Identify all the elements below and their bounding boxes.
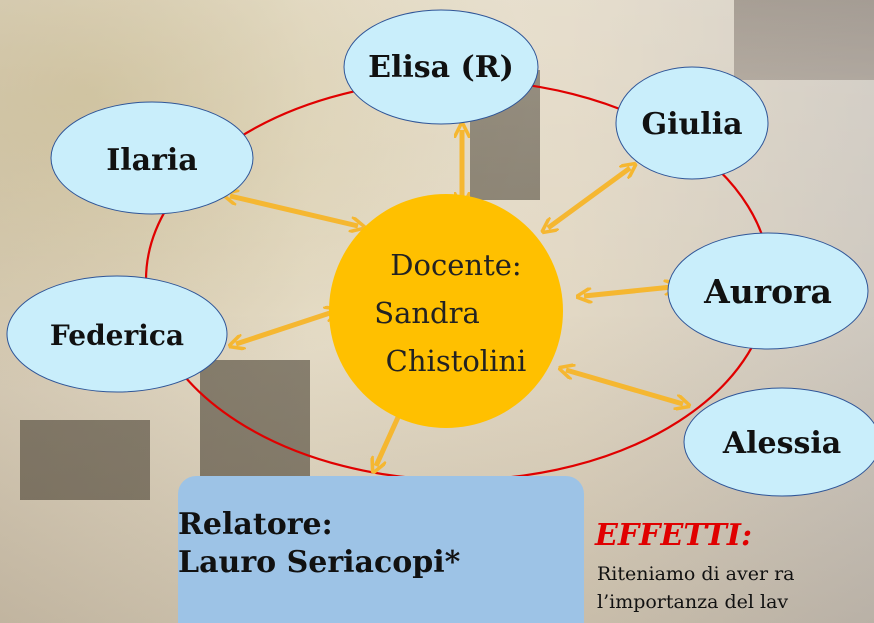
docente-label: Docente: xyxy=(390,248,521,282)
node-ilaria xyxy=(50,101,254,215)
docente-last-name: Chistolini xyxy=(386,344,527,378)
effetti-heading: EFFETTI: xyxy=(595,518,753,553)
relatore-label: Relatore: xyxy=(178,507,333,542)
effetti-line-2: l’importanza del lav xyxy=(597,591,789,613)
effetti-line-1: Riteniamo di aver ra xyxy=(597,563,795,585)
arrow-ilaria xyxy=(230,196,358,226)
node-giulia xyxy=(615,66,769,180)
node-elisa xyxy=(343,9,539,125)
arrow-alessia xyxy=(566,370,683,404)
node-giulia-label: Giulia xyxy=(641,107,742,142)
node-alessia-label: Alessia xyxy=(722,426,841,461)
node-federica xyxy=(6,275,228,393)
node-elisa-label: Elisa (R) xyxy=(368,50,514,85)
node-aurora-label: Aurora xyxy=(703,272,832,311)
relatore-name: Lauro Seriacopi* xyxy=(178,545,461,580)
node-alessia xyxy=(683,387,874,497)
arrow-aurora xyxy=(584,287,672,296)
arrow-federica xyxy=(236,312,333,344)
background-window xyxy=(200,360,310,480)
relatore-box: Relatore: Lauro Seriacopi* xyxy=(178,476,584,623)
docente-circle xyxy=(329,194,563,428)
background-roof xyxy=(734,0,874,80)
arrow-giulia xyxy=(548,168,630,228)
background-window xyxy=(20,420,150,500)
node-ilaria-label: Ilaria xyxy=(106,143,198,178)
node-aurora xyxy=(667,232,869,350)
docente-first-name: Sandra xyxy=(374,296,480,330)
node-federica-label: Federica xyxy=(50,319,184,352)
effetti-body: Riteniamo di aver ra l’importanza del la… xyxy=(597,560,874,616)
